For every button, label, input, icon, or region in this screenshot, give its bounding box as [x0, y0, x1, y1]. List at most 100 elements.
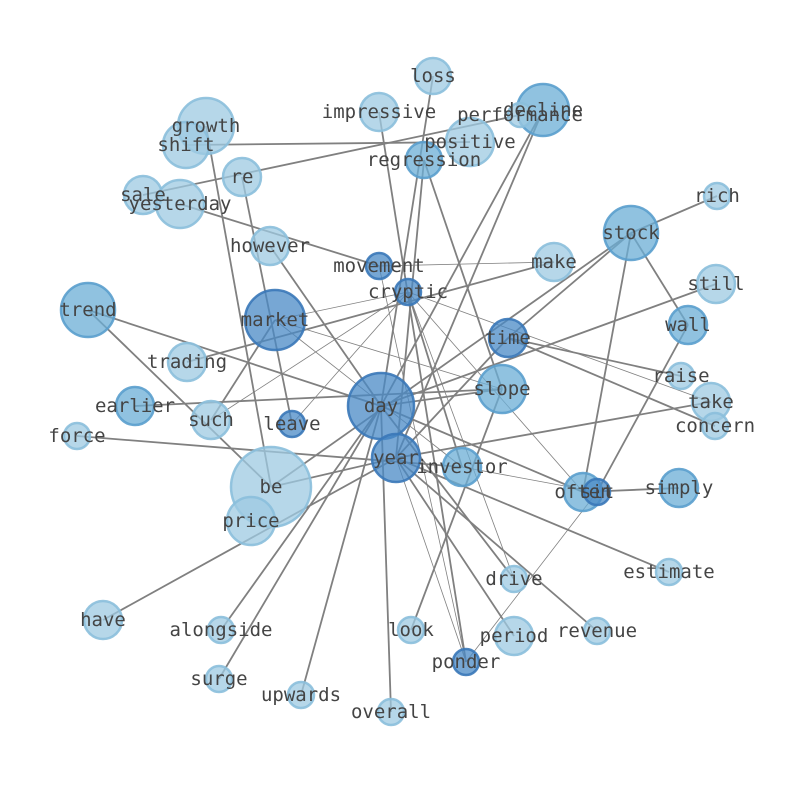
node-label-yesterday: yesterday [129, 193, 232, 215]
edge-time-concern [507, 337, 716, 427]
node-label-positive: positive [424, 131, 516, 153]
node-label-force: force [48, 425, 105, 447]
node-re [221, 156, 263, 198]
node-yesterday [154, 178, 206, 230]
node-label-shift: shift [157, 134, 214, 156]
node-label-re: re [231, 166, 254, 188]
node-label-such: such [188, 409, 234, 431]
node-label-decline: decline [503, 99, 583, 121]
node-label-make: make [531, 251, 577, 273]
node-revenue [582, 616, 612, 646]
node-label-rich: rich [694, 185, 740, 207]
node-label-alongside: alongside [170, 619, 273, 641]
node-cryptic [393, 277, 423, 307]
node-concern [700, 411, 730, 441]
node-investor [441, 446, 483, 488]
edge-movement-make [378, 261, 555, 267]
edge-growth-be [205, 125, 272, 488]
node-period [493, 615, 535, 657]
node-label-upwards: upwards [261, 684, 341, 706]
node-label-estimate: estimate [623, 561, 715, 583]
edge-year-period [395, 457, 515, 637]
node-label-look: look [388, 619, 434, 641]
edge-movement-ponder [378, 265, 467, 663]
node-label-regression: regression [367, 149, 481, 171]
node-make [533, 241, 575, 283]
node-label-loss: loss [410, 65, 456, 87]
node-ponder [451, 647, 481, 677]
edge-cryptic-investor [407, 291, 463, 468]
node-label-often: often [554, 481, 611, 503]
node-leave [277, 409, 307, 439]
node-label-time: time [485, 327, 531, 349]
node-time [487, 317, 529, 359]
node-positive [444, 116, 496, 168]
edge-wall-sit [596, 324, 689, 493]
node-upwards [286, 680, 316, 710]
node-label-cryptic: cryptic [368, 281, 448, 303]
edge-time-year [395, 337, 509, 459]
edge-year-estimate [395, 457, 670, 573]
node-trend [59, 281, 117, 339]
node-label-overall: overall [351, 701, 431, 723]
edge-regression-slope [423, 159, 503, 390]
node-label-investor: investor [416, 456, 508, 478]
edge-cryptic-such [210, 291, 409, 421]
edge-year-revenue [395, 457, 598, 632]
node-trading [166, 341, 208, 383]
node-label-earlier: earlier [95, 395, 175, 417]
node-label-growth: growth [172, 115, 241, 137]
node-layer [59, 56, 737, 727]
node-raise [666, 361, 696, 391]
node-label-market: market [241, 309, 310, 331]
edge-trend-day [87, 309, 382, 407]
node-label-sale: sale [120, 184, 166, 206]
node-label-however: however [230, 235, 310, 257]
node-label-ponder: ponder [432, 651, 501, 673]
edge-stock-often [582, 232, 632, 493]
node-stock [602, 204, 660, 262]
node-label-still: still [687, 273, 744, 295]
node-label-price: price [222, 510, 279, 532]
node-alongside [206, 615, 236, 645]
node-label-be: be [260, 476, 283, 498]
edge-cryptic-leave [291, 291, 409, 425]
edge-cryptic-drive [407, 291, 515, 580]
edge-earlier-slope [134, 388, 503, 407]
edge-year-ponder [395, 457, 467, 663]
node-label-simply: simply [645, 477, 714, 499]
node-label-have: have [80, 609, 126, 631]
node-loss [413, 56, 453, 96]
node-regression [404, 140, 444, 180]
node-label-impressive: impressive [322, 101, 436, 123]
node-such [190, 399, 232, 441]
node-sit [582, 477, 612, 507]
node-overall [376, 697, 406, 727]
edge-trend-be [87, 309, 272, 488]
node-label-wall: wall [665, 314, 711, 336]
node-rich [702, 181, 732, 211]
edge-day-alongside [220, 405, 382, 631]
node-movement [364, 251, 394, 281]
node-label-day: day [364, 395, 398, 417]
node-label-sit: sit [580, 481, 614, 503]
edge-decline-day [380, 109, 544, 407]
edge-day-often [380, 405, 584, 493]
node-shift [161, 120, 211, 170]
node-have [82, 599, 124, 641]
edge-time-raise [507, 337, 682, 377]
node-surge [204, 664, 234, 694]
node-label-slope: slope [473, 378, 530, 400]
node-label-leave: leave [263, 413, 320, 435]
node-market [243, 288, 307, 352]
node-label-trend: trend [59, 299, 116, 321]
edge-market-slope [274, 319, 503, 390]
node-look [396, 615, 426, 645]
node-label-performance: performance [457, 104, 583, 126]
node-slope [476, 363, 528, 415]
node-label-period: period [480, 625, 549, 647]
node-label-trading: trading [147, 351, 227, 373]
node-still [695, 263, 737, 305]
node-label-revenue: revenue [557, 620, 637, 642]
